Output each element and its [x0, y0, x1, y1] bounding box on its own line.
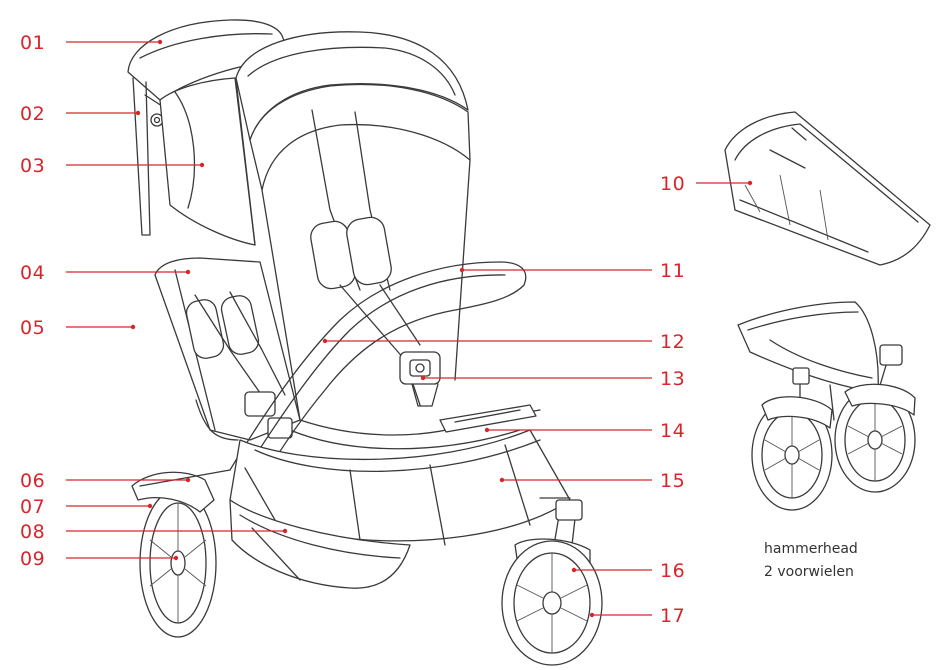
callout-leaders: [66, 41, 750, 616]
callout-labels: 01 02 03 04 05 06 07 08 09 10 11 12 13 1…: [20, 32, 685, 627]
callout-label-11: 11: [660, 260, 685, 282]
callout-label-15: 15: [660, 470, 685, 492]
seat-liner-illustration: [724, 111, 931, 266]
callout-label-12: 12: [660, 331, 685, 353]
callout-label-09: 09: [20, 548, 45, 570]
callout-label-02: 02: [20, 103, 45, 125]
hammerhead-caption: hammerhead 2 voorwielen: [764, 541, 858, 580]
callout-label-14: 14: [660, 420, 685, 442]
callout-label-17: 17: [660, 605, 685, 627]
callout-label-07: 07: [20, 496, 45, 518]
callout-label-13: 13: [660, 368, 685, 390]
callout-label-08: 08: [20, 521, 45, 543]
callout-label-10: 10: [660, 173, 685, 195]
stroller-illustration: [127, 19, 603, 666]
caption-line-1: hammerhead: [764, 541, 858, 557]
callout-label-01: 01: [20, 32, 45, 54]
callout-label-06: 06: [20, 470, 45, 492]
callout-label-03: 03: [20, 155, 45, 177]
hammerhead-wheels-illustration: [737, 301, 916, 511]
callout-label-05: 05: [20, 317, 45, 339]
callout-label-16: 16: [660, 560, 685, 582]
callout-label-04: 04: [20, 262, 45, 284]
caption-line-2: 2 voorwielen: [764, 564, 854, 580]
callout-anchor-dots: [130, 39, 753, 618]
